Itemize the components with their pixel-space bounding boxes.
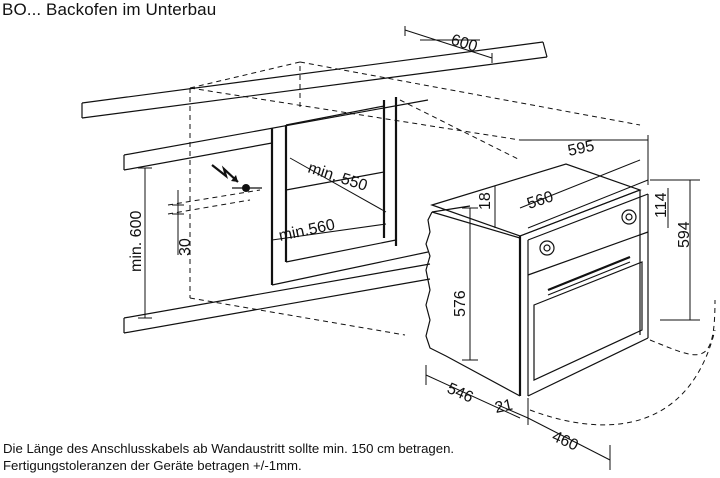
cabinet-niche bbox=[123, 61, 641, 336]
dim-oven-height: 594 bbox=[676, 221, 693, 248]
electrical-connection-icon bbox=[211, 164, 262, 192]
dim-front-depth: 21 bbox=[493, 397, 514, 417]
dim-door-depth: 460 bbox=[549, 428, 580, 454]
oven-appliance bbox=[425, 163, 649, 397]
dim-body-depth: 546 bbox=[444, 380, 475, 406]
dimension-labels: 600 595 560 18 114 594 576 546 21 460 mi… bbox=[128, 32, 693, 455]
dim-body-height: 576 bbox=[452, 290, 469, 317]
cable-length-note: Die Länge des Anschlusskabels ab Wandaus… bbox=[3, 441, 455, 456]
worktop bbox=[81, 26, 548, 119]
dim-socket-offset: 30 bbox=[177, 238, 194, 256]
dim-panel-height: 114 bbox=[653, 192, 670, 218]
tolerance-note: Fertigungstoleranzen der Geräte betragen… bbox=[3, 458, 302, 473]
oven-dimensions bbox=[425, 135, 716, 470]
diagram-title: BO... Backofen im Unterbau bbox=[2, 0, 217, 19]
dim-worktop-depth: 600 bbox=[449, 32, 480, 56]
dim-oven-width: 595 bbox=[566, 138, 596, 160]
dim-niche-depth-min: min. 550 bbox=[306, 160, 370, 195]
niche-dimensions bbox=[138, 157, 387, 319]
dim-top-offset: 18 bbox=[477, 192, 494, 210]
dim-niche-height-min: min. 600 bbox=[128, 211, 145, 272]
dim-oven-inner-width: 560 bbox=[525, 188, 556, 212]
